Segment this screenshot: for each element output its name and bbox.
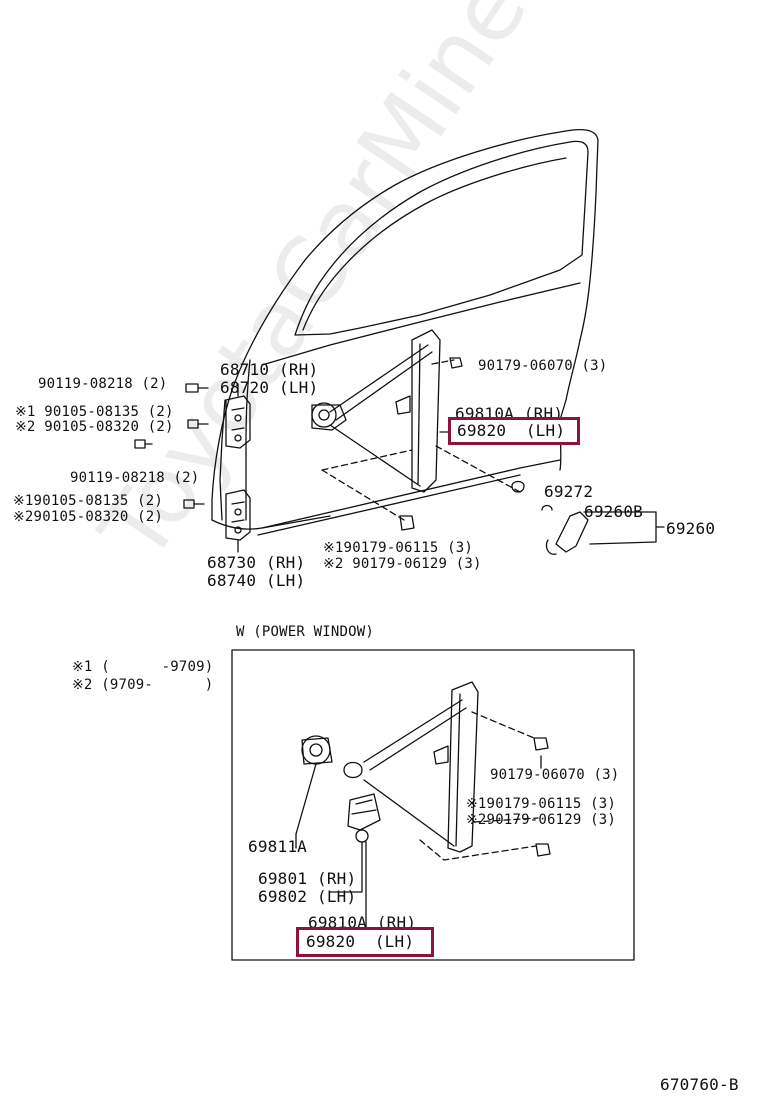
door-outline: [211, 128, 599, 536]
power-window-title: W (POWER WINDOW): [236, 624, 375, 640]
label-screw-90105-08135-upper: ※1 90105-08135 (2): [15, 404, 174, 420]
lower-dashed-guides: [419, 711, 539, 861]
label-regulator-69820-upper[interactable]: 69820 (LH): [457, 421, 566, 440]
label-motor-69801: 69801 (RH): [258, 869, 357, 888]
label-handle-69260: 69260: [666, 519, 716, 538]
label-nut-90179-06129-lower: ※290179-06129 (3): [466, 812, 616, 828]
label-handle-69260b: 69260B: [584, 502, 643, 521]
label-motor-69802: 69802 (LH): [258, 887, 357, 906]
label-screw-90105-08320-upper: ※2 90105-08320 (2): [15, 419, 174, 435]
label-regulator-69820-lower[interactable]: 69820 (LH): [306, 932, 415, 951]
label-screw-90105-08135-lower: ※190105-08135 (2): [13, 493, 163, 509]
label-nut-90179-06070-upper: 90179-06070 (3): [478, 358, 608, 374]
label-bolt-90119-lower: 90119-08218 (2): [70, 470, 200, 486]
label-nut-90179-06070-lower: 90179-06070 (3): [490, 767, 620, 783]
highlight-box-lower: [296, 927, 434, 957]
highlight-box-upper: [448, 417, 580, 445]
label-bolt-90119-upper: 90119-08218 (2): [38, 376, 168, 392]
lower-hinge-part: [225, 489, 251, 541]
label-hinge-68710: 68710 (RH): [220, 360, 319, 379]
label-screw-90105-08320-lower: ※290105-08320 (2): [13, 509, 163, 525]
upper-hinge-part: [225, 395, 251, 449]
upper-dashed-guides: [321, 359, 521, 521]
label-hinge-68740: 68740 (LH): [207, 571, 306, 590]
label-hinge-68730: 68730 (RH): [207, 553, 306, 572]
label-nut-90179-06129-upper: ※2 90179-06129 (3): [323, 556, 482, 572]
note-date-range-1: ※1 ( -9709): [72, 659, 214, 675]
label-washer-69272: 69272: [544, 482, 594, 501]
label-nut-90179-06115-lower: ※190179-06115 (3): [466, 796, 616, 812]
diagram-code: 670760-B: [660, 1075, 739, 1094]
upper-window-regulator: [311, 329, 441, 493]
window-crank-handle: [541, 504, 665, 555]
label-hinge-68720: 68720 (LH): [220, 378, 319, 397]
power-window-box: [231, 649, 635, 961]
label-motor-69811a: 69811A: [248, 837, 307, 856]
power-window-motor: [295, 735, 381, 843]
motor-leader: [329, 841, 363, 893]
note-date-range-2: ※2 (9709- ): [72, 677, 214, 693]
upper-nuts: [399, 357, 525, 531]
hinge-bolts: [134, 383, 209, 509]
label-nut-90179-06115-upper: ※190179-06115 (3): [323, 540, 473, 556]
lower-nuts: [533, 737, 551, 857]
lower-window-regulator: [363, 681, 479, 853]
